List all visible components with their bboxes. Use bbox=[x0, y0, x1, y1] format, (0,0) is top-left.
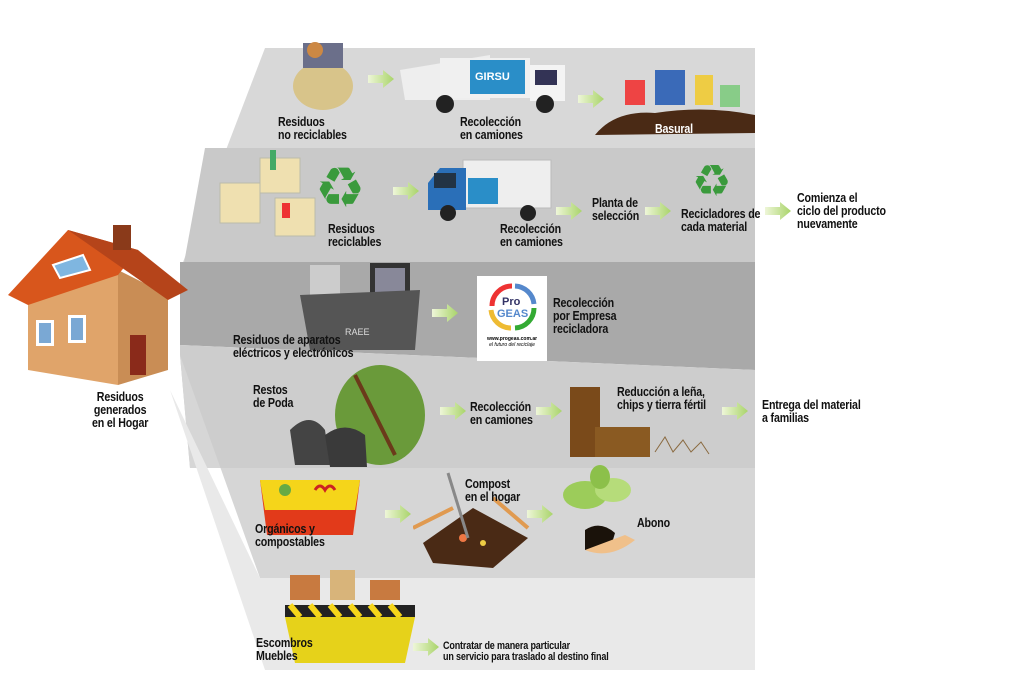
truck-brand: GIRSU bbox=[475, 71, 510, 83]
step-label: Entrega del material a familias bbox=[762, 397, 861, 425]
progeas-cycle-icon: Pro GEAS bbox=[488, 283, 537, 331]
source-label: Orgánicos y compostables bbox=[255, 521, 325, 549]
flow-arrow-icon bbox=[722, 402, 748, 420]
flow-arrow-icon bbox=[578, 90, 604, 108]
logo-pro: Pro bbox=[502, 296, 521, 308]
flow-arrow-icon bbox=[765, 202, 791, 220]
source-label: Residuos reciclables bbox=[328, 221, 382, 249]
flow-arrow-icon bbox=[432, 304, 458, 322]
bin-label: RAEE bbox=[345, 327, 370, 337]
recycling-boxes-illustration bbox=[219, 150, 316, 237]
source-label: Restos de Poda bbox=[253, 382, 294, 410]
flow-arrow-icon bbox=[368, 70, 394, 88]
step-label: Recolección por Empresa recicladora bbox=[553, 295, 617, 336]
garbage-truck-illustration: GIRSU bbox=[400, 55, 565, 113]
flow-arrow-icon bbox=[536, 402, 562, 420]
pruning-waste-illustration bbox=[290, 365, 425, 467]
step-label: Planta de selección bbox=[592, 195, 640, 223]
progeas-logo: Pro GEAS www.progeas.com.ar el futuro de… bbox=[477, 276, 547, 361]
step-label: Recicladores de cada material bbox=[681, 206, 761, 234]
step-label: Recolección en camiones bbox=[470, 399, 533, 427]
plant-in-hand-illustration bbox=[563, 465, 635, 554]
step-label: Comienza el ciclo del producto nuevament… bbox=[797, 190, 886, 231]
source-label: Residuos de aparatos eléctricos y electr… bbox=[233, 332, 354, 360]
house-label: Residuos generados en el Hogar bbox=[92, 389, 149, 430]
recycle-icon: ♻ bbox=[315, 156, 366, 219]
flow-arrow-icon bbox=[440, 402, 466, 420]
debris-container-illustration bbox=[285, 570, 415, 663]
flow-arrow-icon bbox=[556, 202, 582, 220]
step-label: Compost en el hogar bbox=[465, 476, 521, 504]
recycle-icon: ♻ bbox=[692, 157, 732, 206]
step-label: Recolección en camiones bbox=[500, 221, 563, 249]
compost-illustration bbox=[413, 472, 530, 568]
flow-arrow-icon bbox=[413, 638, 439, 656]
recycling-truck-illustration bbox=[428, 159, 552, 221]
house-illustration bbox=[8, 225, 188, 385]
step-label: Reducción a leña, chips y tierra fértil bbox=[617, 384, 706, 412]
organic-bin-illustration bbox=[260, 480, 360, 535]
flow-arrow-icon bbox=[527, 505, 553, 523]
step-label: Abono bbox=[637, 515, 670, 530]
logs-chips-illustration bbox=[570, 387, 710, 457]
trash-bag-illustration bbox=[293, 42, 353, 110]
flow-arrow-icon bbox=[393, 182, 419, 200]
step-label-basural: Basural bbox=[655, 121, 693, 136]
electronics-bin-illustration: RAEE bbox=[300, 263, 420, 350]
landfill-illustration bbox=[595, 70, 755, 135]
source-label: Escombros Muebles bbox=[256, 635, 313, 663]
source-label: Residuos no reciclables bbox=[278, 114, 347, 142]
logo-url: www.progeas.com.ar bbox=[486, 336, 538, 342]
logo-tagline: el futuro del reciclaje bbox=[489, 342, 535, 348]
flow-arrow-icon bbox=[385, 505, 411, 523]
logo-geas: GEAS bbox=[497, 308, 528, 320]
step-label: Recolección en camiones bbox=[460, 114, 523, 142]
step-label: Contratar de manera particular un servic… bbox=[443, 640, 609, 663]
flow-arrow-icon bbox=[645, 202, 671, 220]
